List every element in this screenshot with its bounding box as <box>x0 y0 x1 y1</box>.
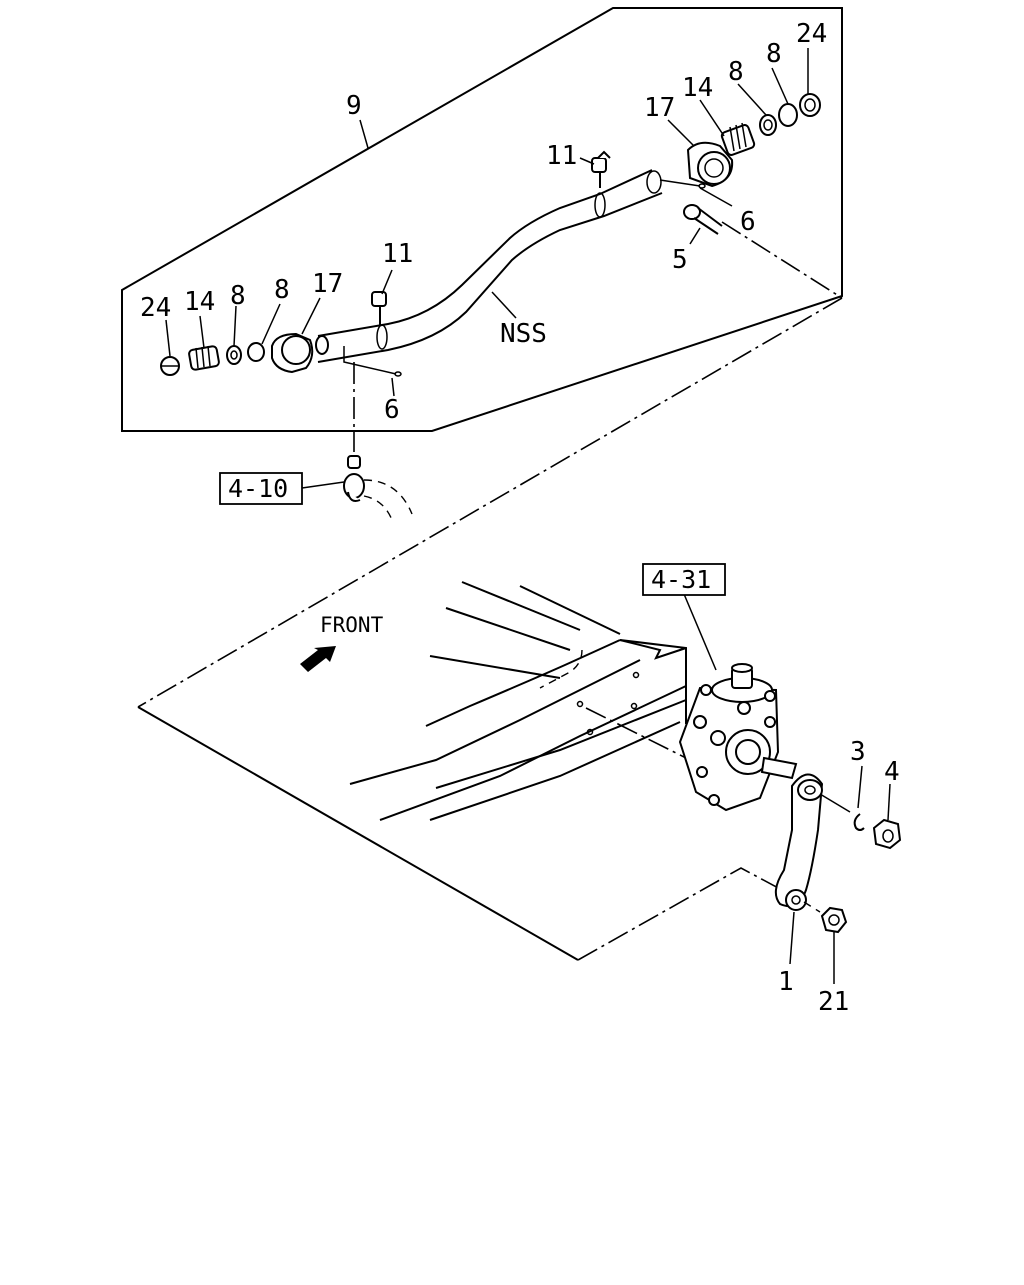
callout-8-upper-a: 8 <box>728 57 744 87</box>
callout-4: 4 <box>884 757 900 787</box>
callout-nss: NSS <box>500 319 547 349</box>
upper-bolt <box>683 204 723 235</box>
callout-5: 5 <box>672 245 688 275</box>
callout-8-lower-a: 8 <box>230 281 246 311</box>
upper-cotter-pin <box>659 179 706 189</box>
callout-8-upper-b: 8 <box>766 39 782 69</box>
lower-left-joint-parts <box>160 332 329 376</box>
leader-bolt-line <box>721 221 843 299</box>
ref-4-10-label: 4-10 <box>228 474 288 503</box>
callout-11-upper: 11 <box>546 141 577 171</box>
callout-6-lower: 6 <box>384 395 400 425</box>
upper-right-joint-parts <box>686 93 821 188</box>
callout-6-upper: 6 <box>740 207 756 237</box>
bushing <box>872 818 902 850</box>
callout-9: 9 <box>346 91 362 121</box>
callout-1: 1 <box>778 967 794 997</box>
lower-grease-fitting <box>371 291 387 326</box>
callout-8-lower-b: 8 <box>274 275 290 305</box>
upper-grease-fitting <box>591 150 611 188</box>
callout-3: 3 <box>850 737 866 767</box>
callout-14-lower: 14 <box>184 287 215 317</box>
lower-cotter-pin <box>343 346 402 377</box>
drag-link-tube <box>317 169 663 363</box>
ball-stud <box>343 455 413 521</box>
callout-21: 21 <box>818 987 849 1017</box>
ref-box-4-31: 4-31 <box>642 563 726 596</box>
front-arrow-icon <box>300 646 336 672</box>
lower-panel-left-edge <box>137 706 579 961</box>
lower-panel-top-edge <box>137 297 843 708</box>
callout-11-lower: 11 <box>382 239 413 269</box>
frame-rail <box>349 581 687 821</box>
callout-17-upper: 17 <box>644 93 675 123</box>
leader-snap-ring <box>819 793 851 813</box>
callout-17-lower: 17 <box>312 269 343 299</box>
steering-gearbox <box>678 663 798 812</box>
upper-panel-outline <box>121 7 843 432</box>
front-label: FRONT <box>320 613 384 637</box>
callout-leaders <box>165 48 891 984</box>
nut <box>820 906 848 934</box>
callout-14-upper: 14 <box>682 73 713 103</box>
leader-gearbox-mount <box>585 707 695 763</box>
callout-24-upper: 24 <box>796 19 827 49</box>
lower-panel-bottom-edge <box>577 867 783 961</box>
ref-4-31-label: 4-31 <box>651 565 711 594</box>
snap-ring <box>853 813 865 831</box>
ref-box-4-10: 4-10 <box>219 472 303 505</box>
pitman-arm <box>774 773 824 911</box>
leader-nut-dash <box>803 901 821 913</box>
callout-24-lower: 24 <box>140 293 171 323</box>
